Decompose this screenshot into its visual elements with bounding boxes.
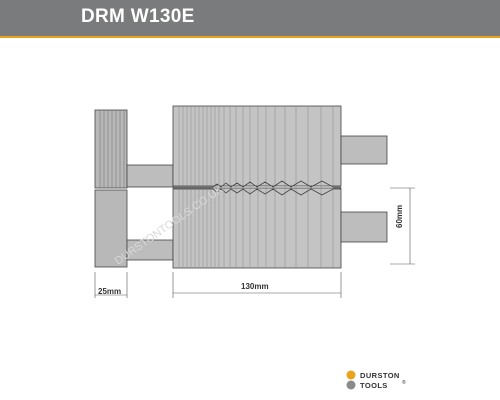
logo-text-tools: TOOLS [360,381,388,390]
left-roller-grooves [99,110,125,188]
main-roller-bottom [172,187,342,269]
logo-registered-mark: ® [402,380,406,386]
durston-tools-logo: DURSTON TOOLS ® [346,370,446,392]
logo-dots-icon [346,370,356,390]
dimension-label-130mm: 130mm [241,282,269,291]
roller-gap-profile [173,180,341,188]
dimension-label-25mm: 25mm [98,287,122,296]
header-bar: DRM W130E [0,0,500,36]
dimension-label-60mm: 60mm [395,204,404,228]
left-roller-top [94,109,128,189]
dimension-lines [94,187,415,298]
roller-gap-profile-lower [173,188,341,196]
logo-text-durston: DURSTON [360,371,400,380]
right-shaft-upper [340,135,388,165]
right-shaft-lower [340,211,388,243]
main-roller-top [172,105,342,187]
left-roller-bottom [94,189,128,268]
shaft-upper [126,164,174,188]
page-title: DRM W130E [81,6,195,27]
roller-assembly [94,105,388,269]
header-accent-line [0,36,500,38]
